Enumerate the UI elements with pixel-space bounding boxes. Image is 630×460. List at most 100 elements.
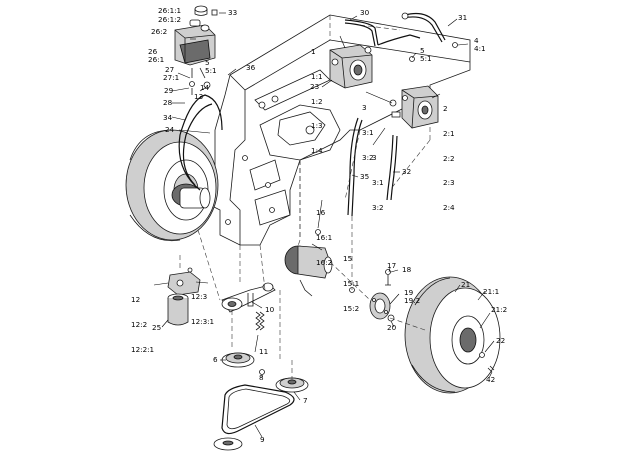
- callout-29: 29: [164, 86, 174, 95]
- callout-12-3-group: 12:3 12:3:1: [191, 277, 214, 334]
- callout-5-1-right: 5:1: [420, 54, 432, 63]
- callout-14: 14: [200, 83, 210, 92]
- hydraulic-reservoir: [174, 19, 216, 66]
- left-drive-tire: [125, 129, 219, 242]
- callout-21: 21: [461, 280, 471, 289]
- callout-3-1-upper: 3:1: [362, 128, 374, 138]
- callout-33: 33: [228, 8, 238, 17]
- callout-4-1: 4:1: [474, 44, 486, 53]
- callout-25: 25: [152, 323, 162, 332]
- callout-16-2: 16:2: [316, 257, 333, 267]
- callout-26-1: 26:1: [148, 55, 165, 64]
- callout-20: 20: [387, 323, 397, 332]
- callout-15-group: 15 15:1 15:2: [343, 239, 359, 321]
- callout-32: 32: [402, 167, 412, 176]
- fitting-17: [385, 275, 391, 286]
- hydraulic-pump-left: [329, 44, 373, 89]
- callout-15-2: 15:2: [343, 303, 360, 313]
- hydraulic-tube-31: [402, 12, 446, 43]
- callout-2-group: 2 2:1 2:2 2:3 2:4: [443, 89, 455, 220]
- hydraulic-pump-right: [391, 85, 439, 129]
- callout-26: 26: [148, 47, 158, 56]
- reservoir-fitting: [211, 9, 218, 16]
- callout-1-4: 1:4: [311, 145, 323, 155]
- callout-12-group: 12 12:2 12:2:1: [131, 280, 154, 362]
- callout-10: 10: [265, 305, 275, 314]
- callout-16-1: 16:1: [316, 233, 333, 243]
- callout-21-1: 21:1: [483, 287, 500, 296]
- callout-26-1-2: 26:1:2: [158, 15, 182, 24]
- callout-2-2: 2:2: [443, 153, 455, 163]
- callout-19: 19: [404, 288, 414, 297]
- callout-16: 16: [316, 208, 326, 218]
- callout-30: 30: [360, 8, 370, 17]
- callout-1-1: 1:1: [311, 72, 323, 82]
- callout-1-3: 1:3: [311, 121, 323, 131]
- callout-12-3-1: 12:3:1: [191, 317, 215, 327]
- callout-12-3: 12:3: [191, 292, 208, 302]
- callout-3-lower: 3: [372, 153, 377, 163]
- callout-28: 28: [163, 98, 173, 107]
- callout-15-1: 15:1: [343, 279, 360, 289]
- callout-1-2: 1:2: [311, 96, 323, 106]
- callout-12-2: 12:2: [131, 320, 148, 330]
- hydraulic-hose-34: [178, 94, 223, 191]
- callout-16-group: 16 16:1 16:2: [316, 193, 332, 275]
- callout-12-2-1: 12:2:1: [131, 344, 155, 354]
- callout-35: 35: [360, 172, 370, 181]
- callout-3-2-lower: 3:2: [372, 202, 384, 212]
- wheel-hub-19: [369, 292, 391, 320]
- callout-9: 9: [260, 435, 265, 444]
- filter-head-12: [167, 267, 201, 296]
- callout-18: 18: [402, 265, 412, 274]
- callout-27-1: 27:1: [163, 73, 180, 82]
- drive-belt-9: [221, 384, 295, 435]
- callout-22: 22: [496, 336, 506, 345]
- callout-24: 24: [165, 125, 175, 134]
- pulley-7: [275, 377, 309, 393]
- right-drive-tire: [404, 276, 501, 394]
- callout-23: 23: [310, 82, 320, 91]
- callout-5-1-upper: 5:1: [205, 66, 217, 75]
- left-wheel-motor: [171, 183, 211, 209]
- callout-3-upper: 3: [362, 103, 367, 113]
- callout-3-lower-group: 3 3:1 3:2: [372, 138, 384, 220]
- lug-nut-20: [387, 314, 395, 322]
- callout-5-upper: 5: [205, 58, 210, 67]
- callout-13: 13: [194, 92, 204, 101]
- callout-2-1: 2:1: [443, 129, 455, 139]
- wheel-motor-15: [284, 229, 355, 297]
- oil-filter-25: [167, 293, 189, 326]
- callout-3-upper-group: 3 3:1 3:2: [362, 88, 374, 170]
- callout-5-right: 5: [420, 46, 425, 55]
- callout-36: 36: [246, 63, 256, 72]
- callout-15: 15: [343, 254, 353, 264]
- callout-34: 34: [163, 113, 173, 122]
- callout-42: 42: [486, 375, 496, 384]
- callout-26-1-1: 26:1:1: [158, 6, 182, 15]
- callout-2-4: 2:4: [443, 202, 455, 212]
- pulley-6: [221, 352, 255, 368]
- callout-17: 17: [387, 261, 397, 270]
- callout-2-3: 2:3: [443, 178, 455, 188]
- hydraulic-hose-32: [386, 134, 398, 201]
- spring-11: [255, 311, 265, 331]
- callout-3-1-lower: 3:1: [372, 178, 384, 188]
- callout-21-2: 21:2: [491, 305, 508, 314]
- callout-2: 2: [443, 104, 448, 114]
- callout-6: 6: [213, 355, 218, 364]
- leader-lines: [153, 12, 495, 438]
- callout-19-2: 19:2: [404, 296, 421, 305]
- callout-1: 1: [311, 47, 316, 57]
- callout-12: 12: [131, 295, 141, 305]
- reservoir-cap: [194, 5, 208, 16]
- hydraulic-tube-30: [344, 19, 379, 47]
- hydraulic-hose-35: [347, 117, 363, 217]
- callout-11: 11: [259, 347, 269, 356]
- callout-27: 27: [165, 65, 175, 74]
- callout-4: 4: [474, 36, 479, 45]
- callout-7: 7: [303, 396, 308, 405]
- assembly-centerlines: [179, 129, 431, 380]
